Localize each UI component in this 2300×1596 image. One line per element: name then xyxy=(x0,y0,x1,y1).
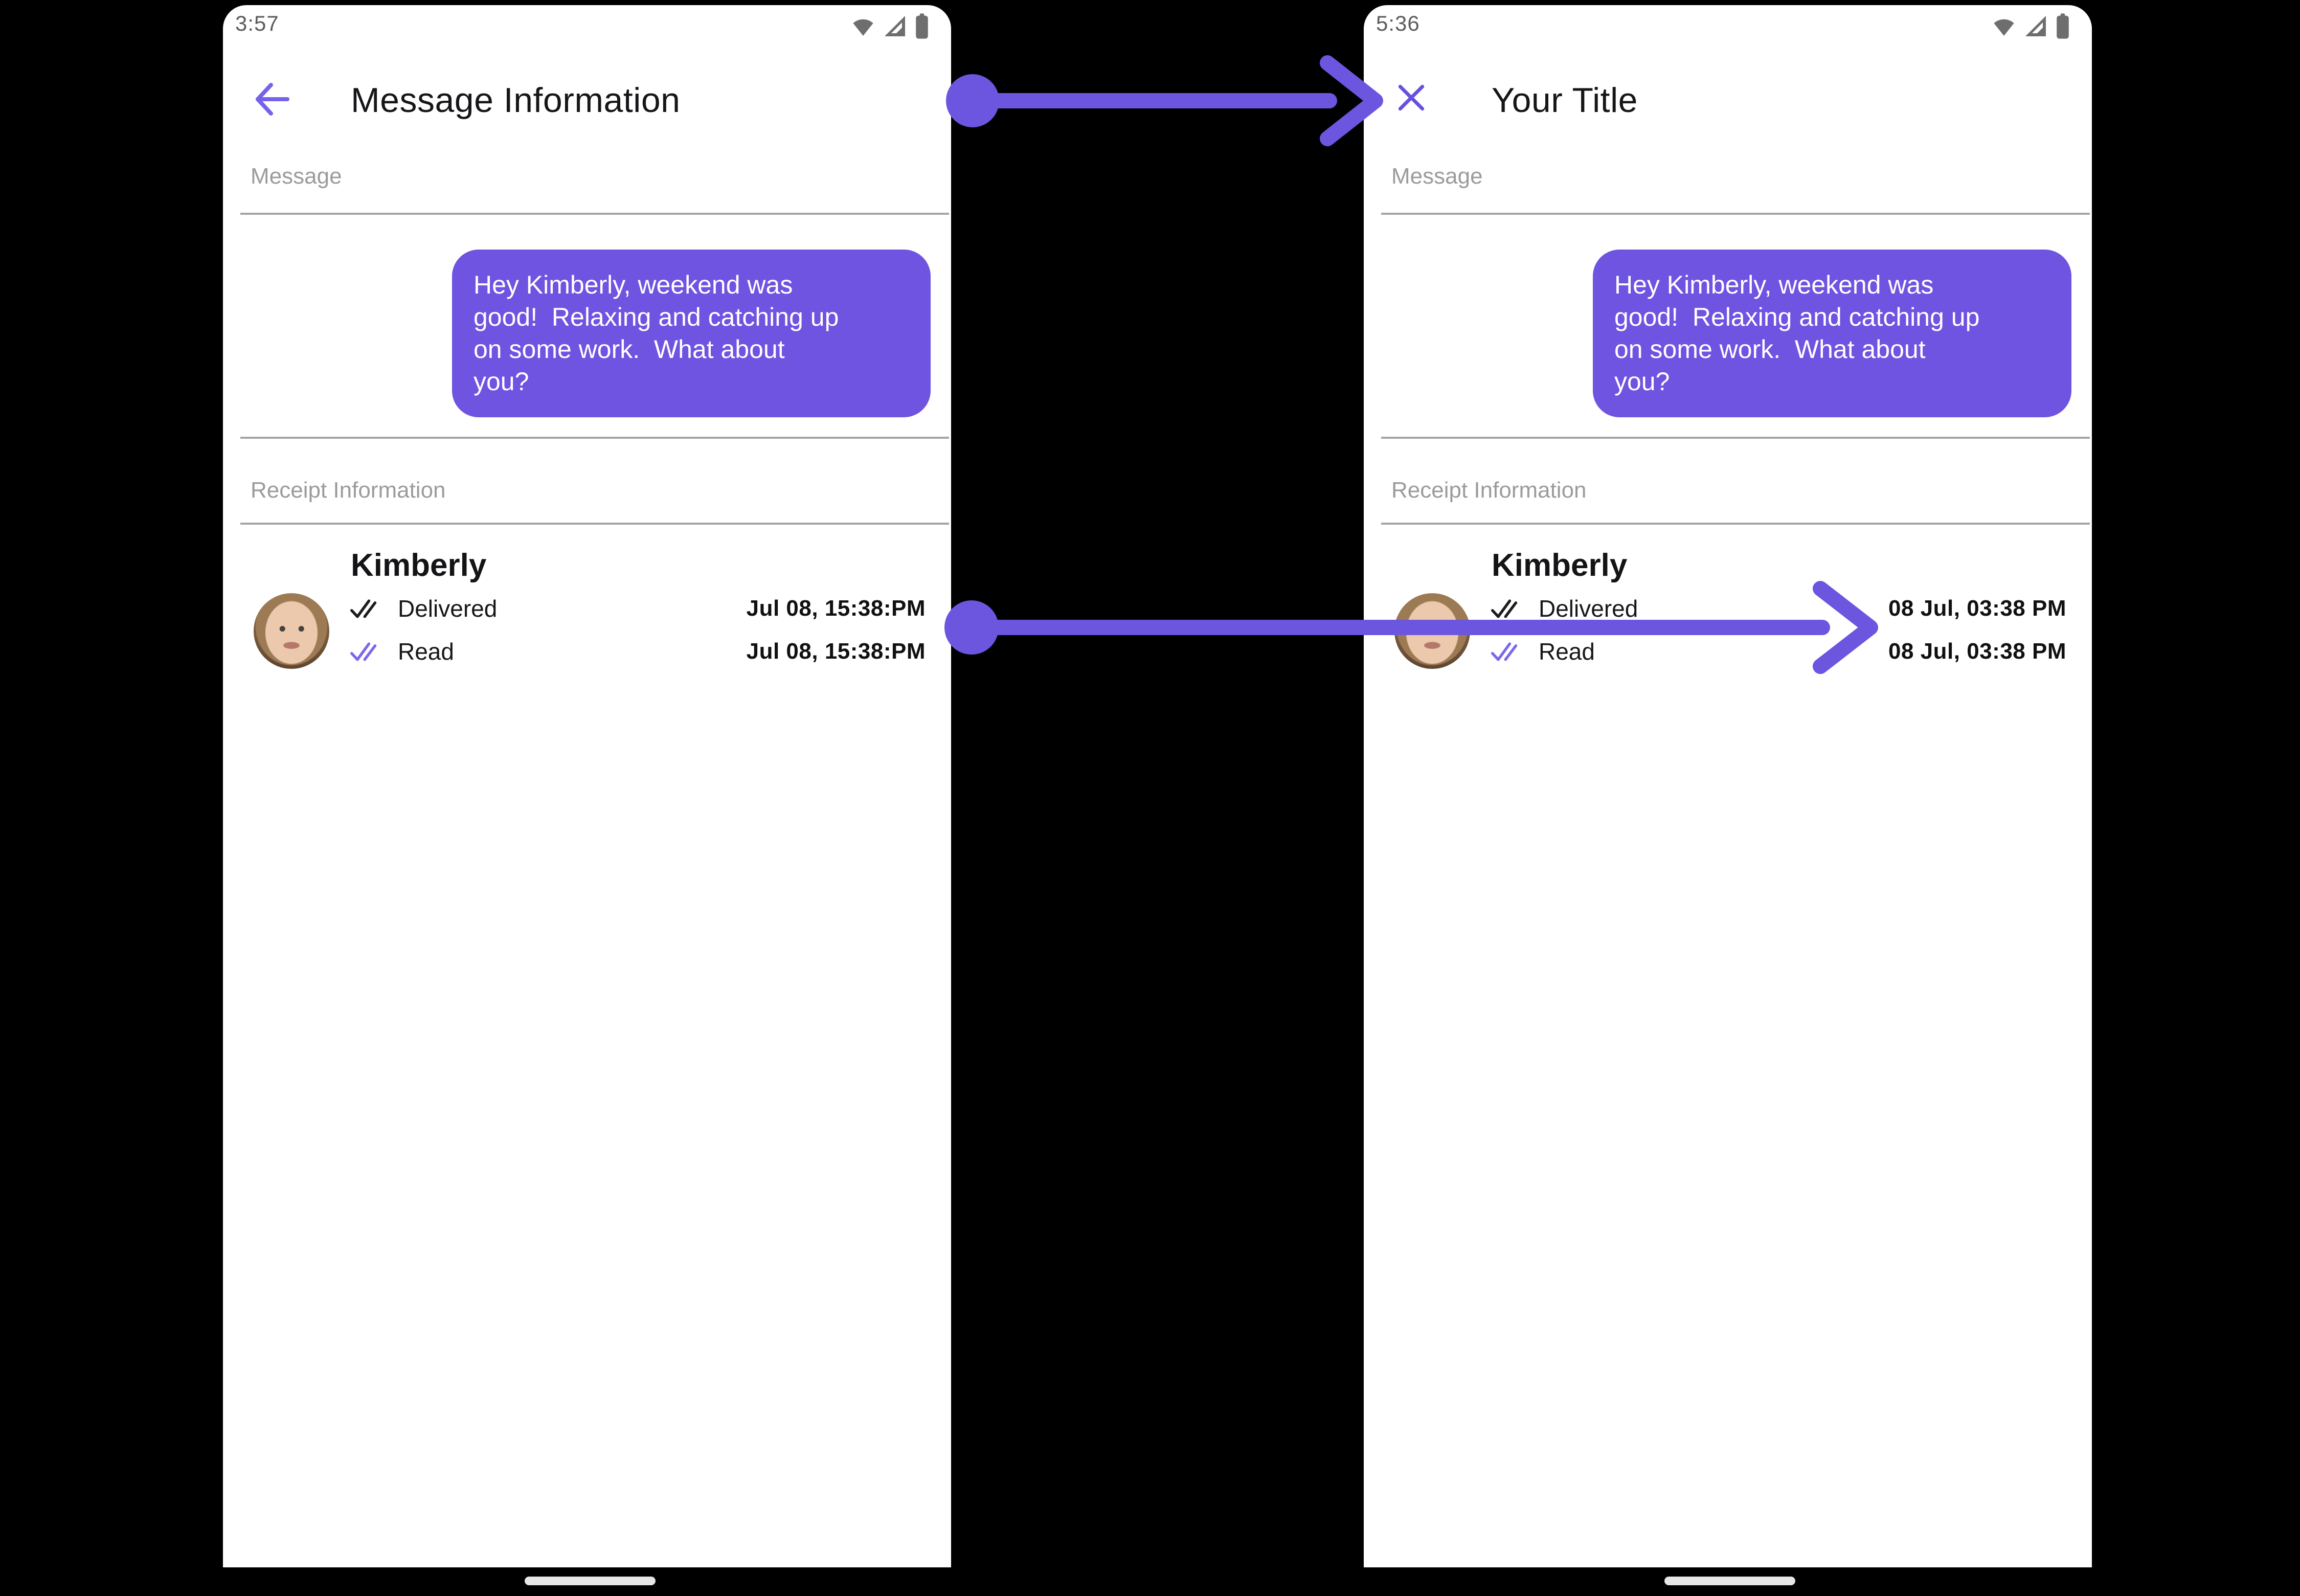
receipt-status-label: Read xyxy=(1539,638,1595,665)
back-arrow-icon[interactable] xyxy=(252,79,292,120)
receipt-timestamp: 08 Jul, 03:38 PM xyxy=(1888,639,2066,664)
message-section-label: Message xyxy=(251,164,342,189)
receipt-section-label: Receipt Information xyxy=(1391,478,1587,503)
message-bubble: Hey Kimberly, weekend was good! Relaxing… xyxy=(452,250,931,417)
status-time: 3:57 xyxy=(235,11,279,35)
header-mapping-arrow xyxy=(946,55,1383,146)
receipt-section-label: Receipt Information xyxy=(251,478,446,503)
status-bar: 3:57 xyxy=(223,5,951,46)
avatar xyxy=(1394,593,1470,669)
cellular-signal-icon xyxy=(885,16,905,36)
battery-icon xyxy=(2057,13,2069,39)
page-title: Your Title xyxy=(1492,81,1638,120)
avatar xyxy=(254,593,329,669)
divider xyxy=(240,213,949,215)
read-check-icon xyxy=(1491,642,1518,661)
home-gesture-pill[interactable] xyxy=(1664,1577,1795,1585)
status-icons xyxy=(851,12,930,40)
receipt-row-read: Read 08 Jul, 03:38 PM xyxy=(1491,636,2066,667)
message-bubble: Hey Kimberly, weekend was good! Relaxing… xyxy=(1593,250,2071,417)
receipt-status-label: Read xyxy=(398,638,454,665)
divider xyxy=(1381,213,2090,215)
message-section-label: Message xyxy=(1391,164,1483,189)
receipt-status-label: Delivered xyxy=(398,595,498,622)
app-bar: Message Information xyxy=(223,65,951,137)
contact-name: Kimberly xyxy=(351,548,487,583)
cellular-signal-icon xyxy=(2025,16,2046,36)
divider xyxy=(1381,437,2090,439)
divider xyxy=(240,437,949,439)
read-check-icon xyxy=(350,642,377,661)
receipt-row-read: Read Jul 08, 15:38:PM xyxy=(350,636,926,667)
status-icons xyxy=(1992,12,2070,40)
home-gesture-pill[interactable] xyxy=(525,1577,656,1585)
battery-icon xyxy=(916,13,928,39)
receipt-row-delivered: Delivered Jul 08, 15:38:PM xyxy=(350,593,926,624)
wifi-icon xyxy=(1994,19,2014,36)
receipt-timestamp: 08 Jul, 03:38 PM xyxy=(1888,596,2066,621)
receipt-timestamp: Jul 08, 15:38:PM xyxy=(746,596,926,621)
divider xyxy=(240,523,949,525)
receipt-status-label: Delivered xyxy=(1539,595,1638,622)
contact-name: Kimberly xyxy=(1492,548,1628,583)
phone-screen-before: 3:57 Message Information Message Hey Kim… xyxy=(223,5,951,1567)
app-bar: Your Title xyxy=(1364,65,2092,137)
status-bar: 5:36 xyxy=(1364,5,2092,46)
wifi-icon xyxy=(853,19,873,36)
page-title: Message Information xyxy=(351,81,681,120)
receipt-timestamp: Jul 08, 15:38:PM xyxy=(746,639,926,664)
divider xyxy=(1381,523,2090,525)
delivered-check-icon xyxy=(1491,599,1518,618)
phone-screen-after: 5:36 Your Title Message Hey Kimberly, we… xyxy=(1364,5,2092,1567)
close-icon[interactable] xyxy=(1395,82,1427,114)
status-time: 5:36 xyxy=(1376,11,1420,35)
receipt-row-delivered: Delivered 08 Jul, 03:38 PM xyxy=(1491,593,2066,624)
delivered-check-icon xyxy=(350,599,377,618)
